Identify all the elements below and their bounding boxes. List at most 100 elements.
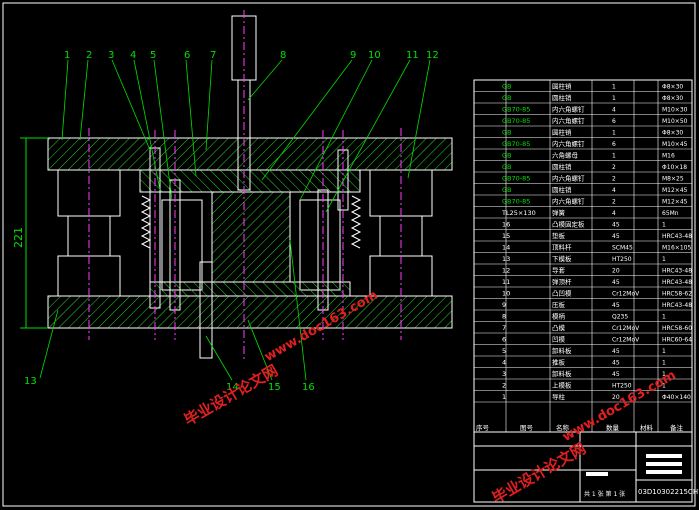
left-spring: [140, 195, 152, 249]
bom-name: 导套: [552, 266, 566, 275]
bom-qty: 2: [612, 176, 616, 183]
bom-qty: 20: [612, 268, 620, 275]
bom-code: GB: [502, 163, 512, 171]
bom-qty: 6: [612, 141, 616, 148]
bom-name: 卸料板: [552, 369, 572, 378]
bom-code: 1: [502, 393, 506, 401]
bom-name: 卸料板: [552, 346, 572, 355]
bom-name: 垫板: [552, 231, 566, 240]
bom-name: 弹簧: [552, 208, 566, 217]
bom-header-cell: 图号: [520, 424, 534, 432]
bom-code: 3: [502, 370, 506, 378]
bom-code: GB: [502, 186, 512, 194]
bom-spec: 1: [662, 348, 666, 355]
bom-code: GB70-85: [502, 198, 530, 206]
bom-qty: 45: [612, 302, 620, 309]
bom-code: GB70-85: [502, 117, 530, 125]
callout-6: 6: [184, 50, 190, 61]
bom-spec: M16×105: [662, 245, 691, 252]
bom-spec: M10×50: [662, 118, 688, 125]
bom-spec: HRC43-48: [662, 268, 692, 275]
bom-code: GB70-85: [502, 140, 530, 148]
bom-code: GB: [502, 83, 512, 91]
bom-spec: M12×45: [662, 187, 688, 194]
die-block: [211, 191, 291, 283]
bom-name: 压板: [552, 300, 566, 309]
bom-code: GB: [502, 152, 512, 160]
bom-name: 圆柱销: [552, 185, 572, 194]
bom-name: 圆柱销: [552, 128, 572, 137]
bom-qty: 45: [612, 233, 620, 240]
bom-name: 内六角螺钉: [552, 139, 585, 148]
bom-spec: 1: [662, 314, 666, 321]
bom-name: 内六角螺钉: [552, 174, 585, 183]
bom-spec: 1: [662, 383, 666, 390]
bom-qty: 1: [612, 130, 616, 137]
bom-name: 凸凹模: [552, 289, 572, 298]
bom-name: 模柄: [552, 312, 566, 321]
bom-name: 凸模固定板: [552, 220, 585, 229]
bom-code: 4: [502, 359, 506, 367]
bom-qty: 45: [612, 348, 620, 355]
callout-13: 13: [24, 376, 37, 387]
bom-spec: HRC60-64: [662, 337, 692, 344]
lower-die-plate: [47, 295, 453, 329]
bom-name: 六角螺母: [552, 151, 579, 160]
bom-spec: HRC58-62: [662, 291, 692, 298]
bom-qty: 2: [612, 164, 616, 171]
bom-spec: Φ8×30: [662, 130, 683, 137]
callout-12: 12: [426, 50, 439, 61]
bom-spec: 1: [662, 371, 666, 378]
bom-code: GB: [502, 129, 512, 137]
callout-labels: 1 2 3 4 5 6 7 8 9 10 11 12 13 14 15 16: [24, 50, 439, 393]
callout-8: 8: [280, 50, 286, 61]
bom-name: 上模板: [552, 381, 572, 390]
bom-qty: 45: [612, 279, 620, 286]
dimension-value: 221: [12, 227, 25, 248]
bom-qty: SCM45: [612, 245, 633, 252]
ejector-rod: [199, 261, 213, 359]
right-spring: [350, 195, 362, 249]
sheet-info: 共 1 张 第 1 张: [584, 490, 625, 498]
drawing-number: 03D10302215CH1-00: [638, 488, 699, 496]
bom-name: 内六角螺钉: [552, 105, 585, 114]
bom-name: 下模板: [552, 254, 572, 263]
bom-qty: 4: [612, 187, 616, 194]
bom-header-cell: 数量: [606, 423, 620, 432]
bom-name: 弹顶杆: [552, 277, 572, 286]
bom-qty: 45: [612, 371, 620, 378]
bom-spec: M12×45: [662, 199, 688, 206]
bom-spec: 1: [662, 256, 666, 263]
bom-qty: 4: [612, 210, 616, 217]
callout-7: 7: [210, 50, 216, 61]
bom-code: 9: [502, 301, 506, 309]
bom-spec: HRC43-48: [662, 279, 692, 286]
bom-code: 8: [502, 313, 506, 321]
title-block: 03D10302215CH1-00 共 1 张 第 1 张: [473, 431, 699, 503]
callout-11: 11: [406, 50, 419, 61]
bom-qty: 45: [612, 360, 620, 367]
bom-spec: 65Mn: [662, 210, 679, 217]
bom-qty: HT250: [612, 383, 632, 390]
callout-9: 9: [350, 50, 356, 61]
bom-name: 推板: [552, 358, 566, 367]
bom-spec: HRC43-48: [662, 233, 692, 240]
bom-spec: Φ40×140: [662, 394, 691, 401]
bom-spec: M16: [662, 153, 675, 160]
bom-header-cell: 材料: [640, 423, 654, 432]
callout-3: 3: [108, 50, 114, 61]
height-dimension: 221: [12, 137, 48, 329]
bom-qty: HT250: [612, 256, 632, 263]
bom-header-cell: 备注: [670, 423, 684, 432]
callout-10: 10: [368, 50, 381, 61]
bom-code: 7: [502, 324, 506, 332]
bom-qty: 2: [612, 199, 616, 206]
bom-spec: Φ10×18: [662, 164, 687, 171]
bom-code: 6: [502, 336, 506, 344]
bom-spec: Φ8×30: [662, 95, 683, 102]
bom-qty: Q235: [612, 314, 628, 321]
bom-spec: M10×30: [662, 107, 688, 114]
leader-lines: [39, 59, 431, 381]
